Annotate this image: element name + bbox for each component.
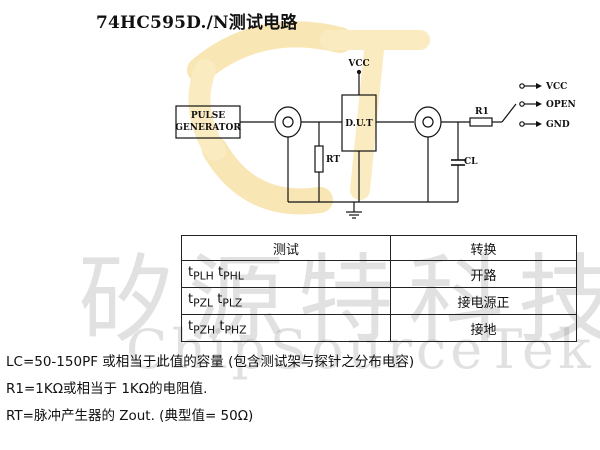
- table-row: tPZH tPHZ 接地: [181, 314, 577, 342]
- table-cell-test: tPLH tPHL: [181, 260, 391, 288]
- table-cell-switch: 接地: [390, 314, 577, 342]
- input-probe-icon: [274, 106, 302, 138]
- table-row: tPLH tPHL 开路: [181, 260, 577, 288]
- r1-resistor-icon: [469, 117, 493, 127]
- note-cl: LC=50-150PF 或相当于此值的容量 (包含测试架与探针之分布电容): [6, 354, 415, 370]
- pulse-generator-label-1: PULSE: [191, 111, 225, 121]
- r1-label: R1: [475, 107, 489, 117]
- dut-label: D.U.T: [345, 119, 373, 129]
- output-probe-inner-icon: [422, 116, 434, 128]
- rt-resistor-icon: [314, 145, 324, 173]
- table-cell-test: tPZL tPLZ: [181, 287, 391, 315]
- input-probe-inner-icon: [282, 116, 294, 128]
- pulse-generator-label-2: GENERATOR: [175, 123, 241, 133]
- table-cell-switch: 接电源正: [390, 287, 577, 315]
- switch-open-label: OPEN: [546, 100, 576, 110]
- vcc-top-label: VCC: [347, 59, 369, 69]
- switch-open-contact-icon: [519, 101, 525, 107]
- table-header-test: 测试: [181, 235, 391, 261]
- table-header-row: 测试 转换: [181, 235, 577, 261]
- rt-label: RT: [326, 155, 340, 165]
- switch-arm-icon: [501, 103, 517, 123]
- note-r1: R1=1KΩ或相当于 1KΩ的电阻值.: [6, 381, 208, 397]
- switch-table: 测试 转换 tPLH tPHL 开路 tPZL tPLZ 接电源正 tPZH t…: [181, 235, 577, 342]
- switch-vcc-contact-icon: [519, 83, 525, 89]
- cl-label: CL: [464, 157, 478, 167]
- note-rt: RT=脉冲产生器的 Zout. (典型值= 50Ω): [6, 408, 254, 424]
- switch-gnd-label: GND: [546, 120, 570, 130]
- table-cell-switch: 开路: [390, 260, 577, 288]
- page-title: 74HC595D./N测试电路: [96, 13, 298, 33]
- table-cell-test: tPZH tPHZ: [181, 314, 391, 342]
- output-probe-icon: [414, 106, 442, 138]
- table-row: tPZL tPLZ 接电源正: [181, 287, 577, 315]
- table-header-switch: 转换: [390, 235, 577, 261]
- switch-gnd-contact-icon: [519, 121, 525, 127]
- switch-vcc-label: VCC: [545, 82, 567, 92]
